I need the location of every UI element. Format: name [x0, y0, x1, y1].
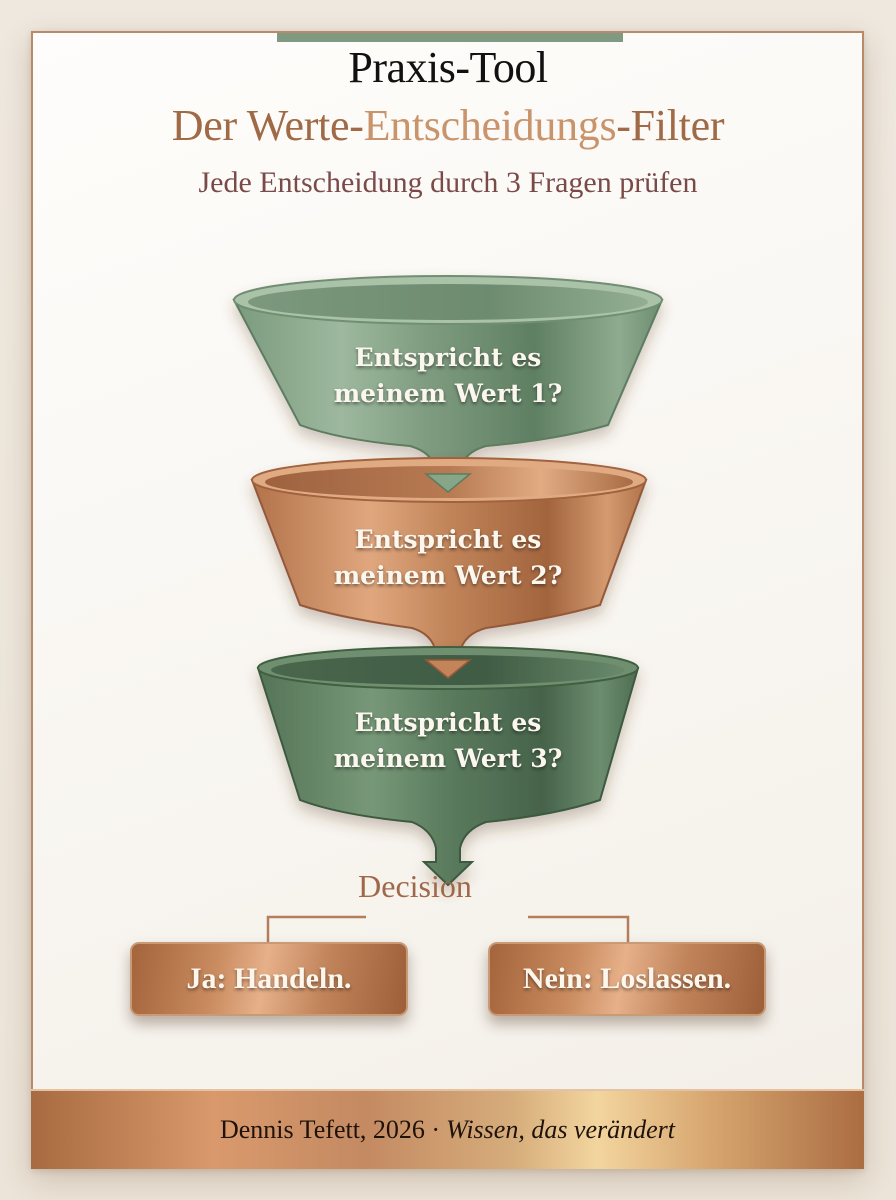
funnel-3-label: Entspricht es meinem Wert 3?: [298, 705, 598, 777]
funnel-1: [232, 275, 664, 494]
top-accent-bar: [277, 33, 623, 42]
funnel-1-line-1: Entspricht es: [354, 343, 542, 372]
funnel-2-line-1: Entspricht es: [354, 525, 542, 554]
page-title: Praxis-Tool: [348, 43, 548, 92]
funnel-2-label: Entspricht es meinem Wert 2?: [298, 522, 598, 594]
funnel-3-line-2: meinem Wert 3?: [333, 744, 563, 773]
funnel-1-line-2: meinem Wert 1?: [333, 379, 563, 408]
funnel-3-line-1: Entspricht es: [354, 708, 542, 737]
funnel-2: [250, 457, 648, 680]
funnel-2-line-2: meinem Wert 2?: [333, 561, 563, 590]
funnel-3: [256, 646, 640, 887]
outcome-no-button: Nein: Loslassen.: [488, 942, 766, 1016]
subtitle-part-3: -Filter: [616, 101, 725, 150]
page-tagline: Jede Entscheidung durch 3 Fragen prüfen: [198, 166, 698, 199]
outcome-yes-button: Ja: Handeln.: [130, 942, 408, 1016]
subtitle-part-1: Der Werte-: [171, 101, 364, 150]
funnel-1-label: Entspricht es meinem Wert 1?: [298, 340, 598, 412]
decision-label: Decision: [358, 868, 472, 904]
page-subtitle: Der Werte-Entscheidungs-Filter: [0, 100, 896, 151]
subtitle-part-2: Entscheidungs: [363, 101, 617, 150]
